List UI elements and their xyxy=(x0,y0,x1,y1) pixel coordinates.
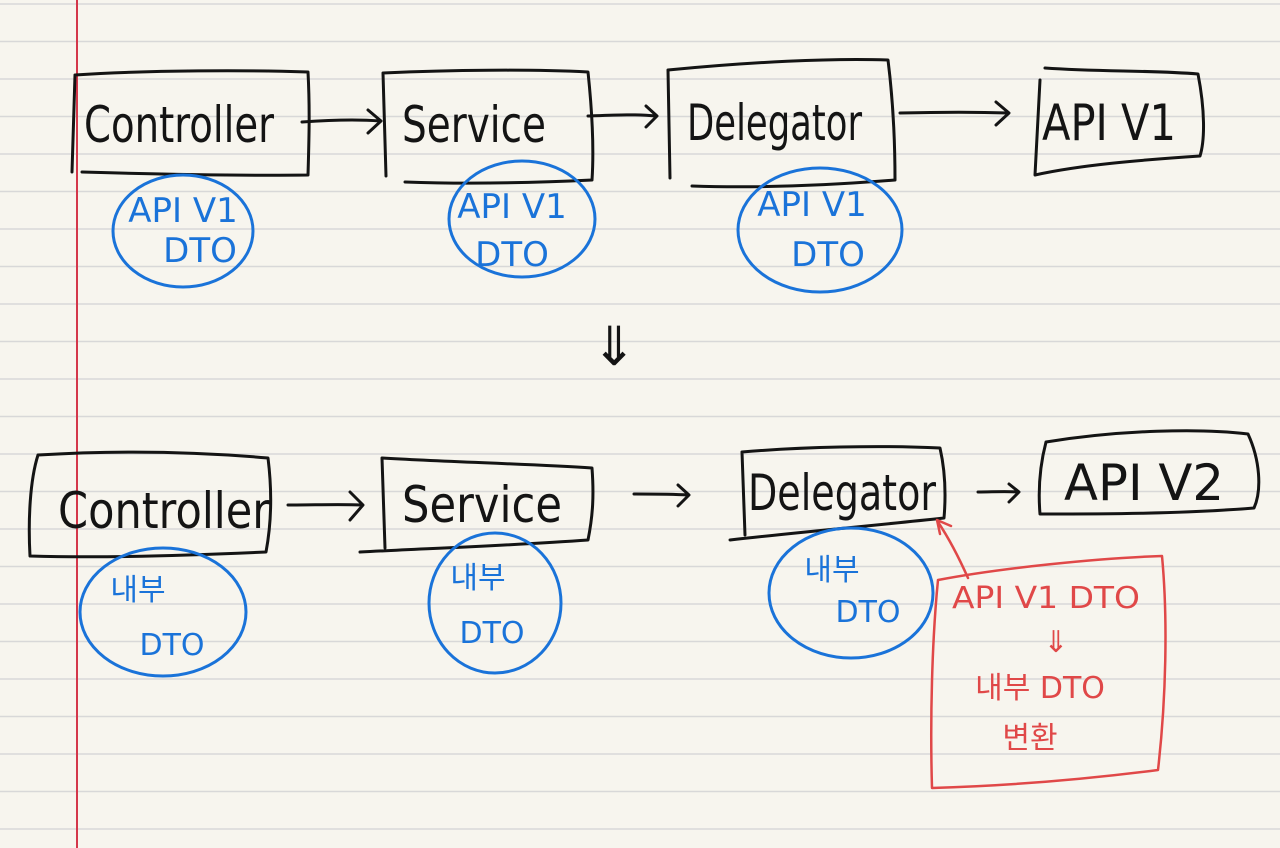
top-api-node: API V1 xyxy=(1033,66,1205,177)
bottom-service-dto: 내부 DTO xyxy=(427,531,563,675)
top-service-label: Service xyxy=(402,96,546,154)
conversion-note-arrow: ⇓ xyxy=(1043,625,1068,660)
bottom-controller-dto-line1: 내부 xyxy=(110,573,165,608)
conversion-note-line1: API V1 DTO xyxy=(952,581,1140,616)
bottom-service-dto-line1: 내부 xyxy=(450,561,505,596)
conversion-note-line3: 변환 xyxy=(1002,721,1057,756)
top-controller-dto-line2: DTO xyxy=(163,231,237,271)
bottom-controller-dto-line2: DTO xyxy=(139,628,204,663)
top-controller-label: Controller xyxy=(84,96,274,154)
transition-arrow: ⇓ xyxy=(591,315,636,378)
top-delegator-label: Delegator xyxy=(687,94,862,152)
top-arrow-1 xyxy=(300,108,383,135)
top-controller-dto-line1: API V1 xyxy=(128,191,238,231)
bottom-controller-node: Controller xyxy=(27,450,273,559)
top-service-dto-line2: DTO xyxy=(475,235,549,275)
conversion-pointer xyxy=(935,518,970,580)
bottom-delegator-label: Delegator xyxy=(748,464,936,522)
bottom-service-dto-line2: DTO xyxy=(459,616,524,651)
bottom-delegator-dto-line2: DTO xyxy=(835,595,900,630)
top-delegator-dto-line1: API V1 xyxy=(757,185,867,225)
top-delegator-dto-line2: DTO xyxy=(791,235,865,275)
bottom-arrow-3 xyxy=(976,482,1021,504)
bottom-api-label: API V2 xyxy=(1064,454,1224,512)
bottom-controller-label: Controller xyxy=(58,482,270,540)
bottom-service-label: Service xyxy=(402,476,562,534)
top-api-label: API V1 xyxy=(1042,94,1176,152)
top-delegator-dto: API V1 DTO xyxy=(736,166,904,294)
top-controller-dto: API V1 DTO xyxy=(111,173,255,289)
bottom-delegator-dto: 내부 DTO xyxy=(767,526,935,660)
top-delegator-node: Delegator xyxy=(666,58,897,189)
top-service-node: Service xyxy=(381,68,595,185)
bottom-delegator-node: Delegator xyxy=(728,445,947,542)
bottom-arrow-1 xyxy=(286,490,365,522)
bottom-api-node: API V2 xyxy=(1037,429,1261,516)
bottom-service-node: Service xyxy=(358,456,595,554)
bottom-controller-dto: 내부 DTO xyxy=(78,546,248,678)
top-controller-node: Controller xyxy=(70,69,311,177)
top-service-dto-line1: API V1 xyxy=(457,187,567,227)
top-arrow-3 xyxy=(898,100,1011,127)
ruled-lines xyxy=(0,3,1280,830)
conversion-note-line2: 내부 DTO xyxy=(975,671,1105,706)
top-service-dto: API V1 DTO xyxy=(447,159,597,279)
bottom-delegator-dto-line1: 내부 xyxy=(804,553,859,588)
top-arrow-2 xyxy=(586,104,659,129)
conversion-note: API V1 DTO ⇓ 내부 DTO 변환 xyxy=(930,554,1167,790)
bottom-arrow-2 xyxy=(632,483,691,508)
